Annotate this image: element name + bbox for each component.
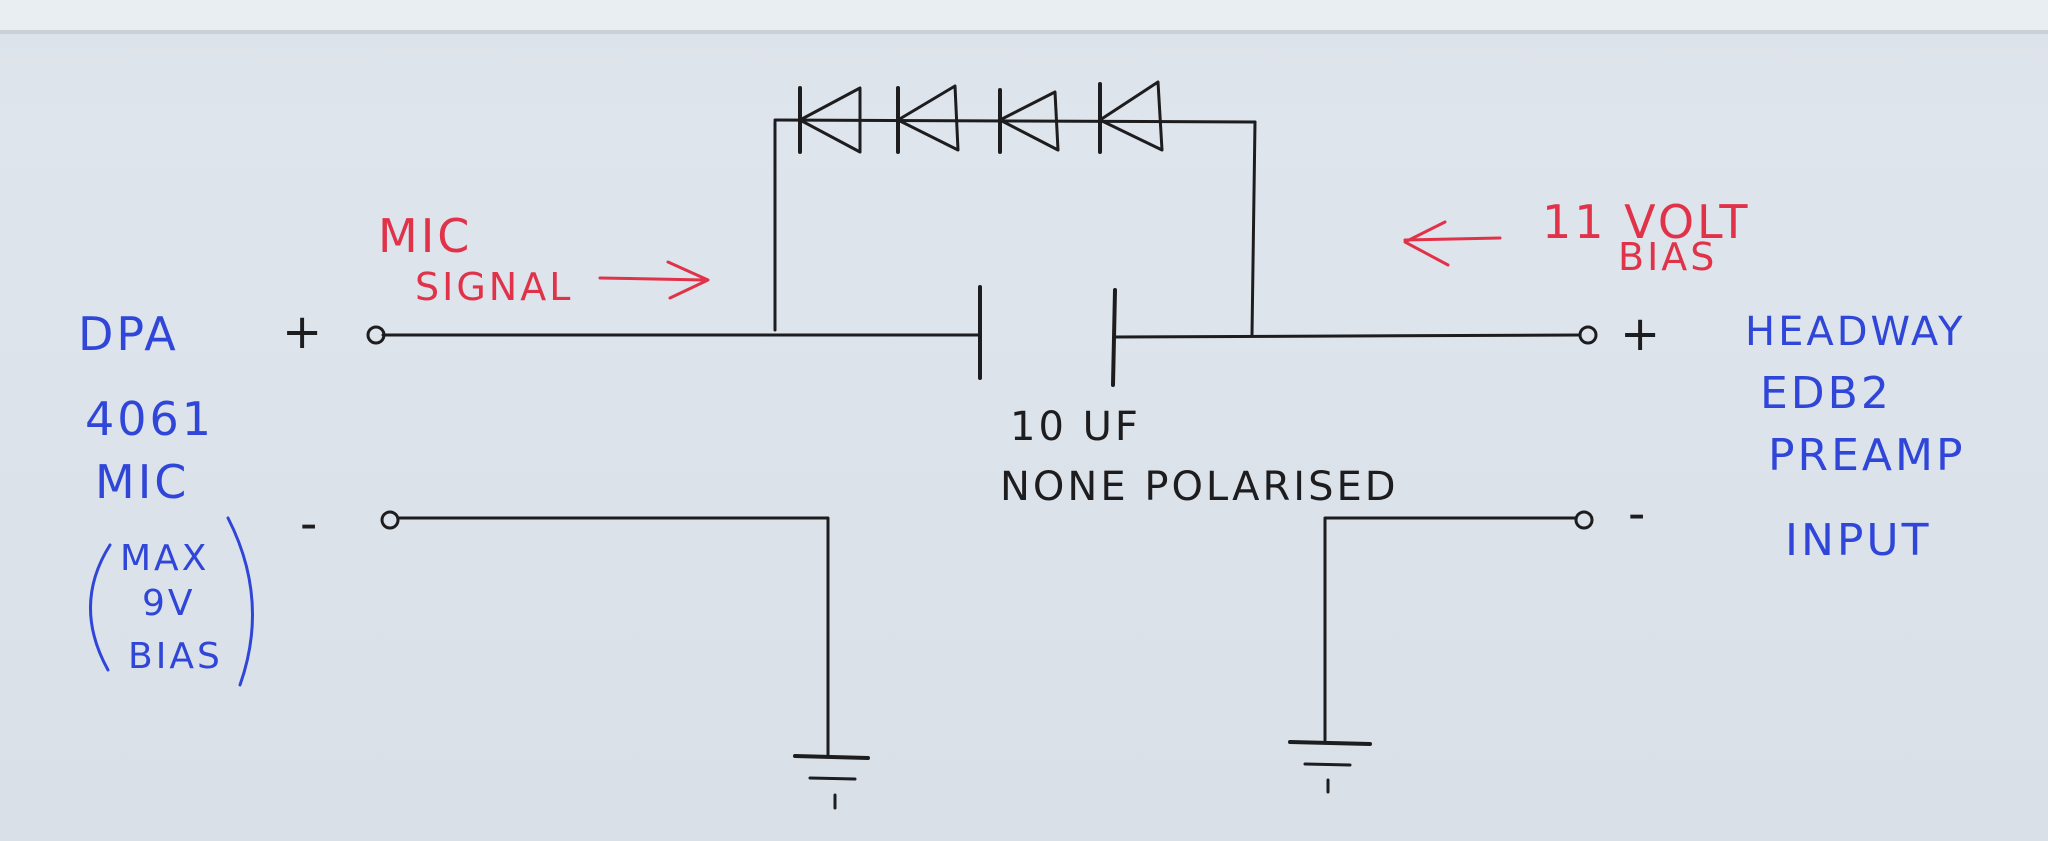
right-minus-terminal: [1574, 510, 1594, 530]
left-note-open-paren: [89, 543, 112, 672]
diode-2: [896, 84, 960, 154]
left-plus-mark: +: [282, 304, 325, 360]
diode-3: [998, 88, 1060, 154]
bias-arrow-shaft: [1403, 236, 1502, 242]
mic-signal-label-line2: SIGNAL: [415, 265, 573, 309]
diode-4: [1098, 80, 1164, 154]
capacitor-label-line1: 10 UF: [1010, 404, 1141, 450]
left-device-note-line1: MAX: [120, 538, 209, 579]
right-ground-symbol: [1288, 740, 1372, 794]
mic-signal-arrow-head: [666, 260, 710, 300]
left-minus-mark: -: [300, 496, 320, 552]
right-minus-mark: -: [1628, 486, 1648, 542]
right-device-line1: HEADWAY: [1745, 309, 1966, 355]
diode-1: [798, 86, 862, 154]
mic-signal-arrow-shaft: [598, 276, 707, 282]
left-ground-symbol: [793, 754, 870, 810]
left-device-line3: MIC: [95, 455, 189, 509]
diode-chain: [773, 80, 1257, 154]
left-device-note-line3: BIAS: [128, 636, 223, 677]
paper-crease: [0, 30, 2048, 34]
right-device-line3: PREAMP: [1768, 430, 1966, 481]
diode-chain-wire: [773, 118, 1257, 124]
capacitor-label-line2: NONE POLARISED: [1000, 464, 1399, 510]
left-ground-wire: [396, 516, 830, 757]
left-plus-terminal: [366, 325, 386, 345]
bias-label-line1: 11 VOLT: [1542, 195, 1750, 249]
left-minus-terminal: [380, 510, 400, 530]
mic-signal-label-line1: MIC: [378, 209, 472, 263]
signal-wire-right: [1113, 333, 1582, 339]
right-plus-terminal: [1578, 325, 1598, 345]
left-device-note-line2: 9V: [142, 583, 196, 624]
right-device-line2: EDB2: [1760, 368, 1892, 419]
right-plus-mark: +: [1620, 306, 1663, 362]
diode-right-leg: [1250, 120, 1257, 337]
right-device-line4: INPUT: [1785, 515, 1932, 566]
bias-arrow-head: [1403, 220, 1450, 267]
left-device-line1: DPA: [78, 307, 179, 361]
left-note-close-paren: [226, 516, 254, 687]
left-device-line2: 4061: [85, 392, 214, 446]
right-ground-wire: [1323, 516, 1578, 742]
bias-label-line2: BIAS: [1618, 235, 1717, 279]
